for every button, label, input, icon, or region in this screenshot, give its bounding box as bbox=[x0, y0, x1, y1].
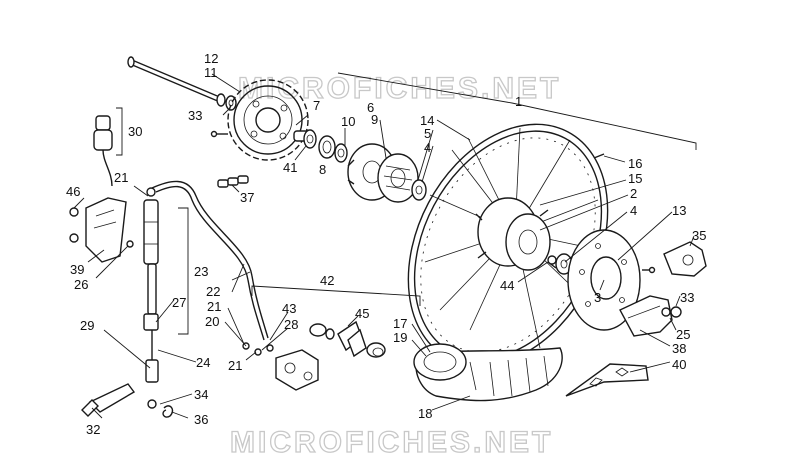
callout-22: 22 bbox=[206, 284, 220, 299]
callout-36: 36 bbox=[194, 412, 208, 427]
callout-21-bottom: 21 bbox=[228, 358, 242, 373]
callout-45: 45 bbox=[355, 306, 369, 321]
callout-9: 9 bbox=[371, 112, 378, 127]
reservoir-bracket bbox=[85, 197, 127, 263]
master-cylinder bbox=[143, 187, 159, 265]
callout-27: 27 bbox=[172, 295, 186, 310]
callout-7: 7 bbox=[313, 98, 320, 113]
brake-reservoir bbox=[93, 115, 113, 187]
callout-46: 46 bbox=[66, 184, 80, 199]
callout-3: 3 bbox=[594, 290, 601, 305]
callout-37: 37 bbox=[240, 190, 254, 205]
callout-28: 28 bbox=[284, 317, 298, 332]
callout-33-right: 33 bbox=[680, 290, 694, 305]
callout-16: 16 bbox=[628, 156, 642, 171]
callout-4-right: 4 bbox=[630, 203, 637, 218]
callout-39: 39 bbox=[70, 262, 84, 277]
bracket-bolts bbox=[69, 207, 134, 248]
chain-links bbox=[217, 175, 249, 188]
chain-adjuster-block bbox=[663, 241, 707, 277]
callout-44: 44 bbox=[500, 278, 514, 293]
spoke-nipple bbox=[593, 153, 605, 159]
callout-20: 20 bbox=[205, 314, 219, 329]
callout-14: 14 bbox=[420, 113, 434, 128]
callout-numbers: 1 12 11 33 7 6 9 10 14 5 4 8 41 37 30 16… bbox=[66, 51, 706, 437]
rear-axle bbox=[127, 56, 226, 107]
callout-1: 1 bbox=[515, 94, 522, 109]
callout-10: 10 bbox=[341, 114, 355, 129]
callout-34: 34 bbox=[194, 387, 208, 402]
pushrod bbox=[143, 263, 159, 383]
callout-40: 40 bbox=[672, 357, 686, 372]
callout-33-top: 33 bbox=[188, 108, 202, 123]
callout-4-top: 4 bbox=[424, 140, 431, 155]
callout-12: 12 bbox=[204, 51, 218, 66]
callout-6: 6 bbox=[367, 100, 374, 115]
caliper-piston bbox=[366, 342, 386, 358]
callout-5: 5 bbox=[424, 126, 431, 141]
brake-caliper bbox=[275, 349, 319, 391]
callout-11: 11 bbox=[204, 65, 218, 80]
callout-32: 32 bbox=[86, 422, 100, 437]
chain-guide bbox=[565, 363, 649, 397]
callout-17: 17 bbox=[393, 316, 407, 331]
callout-21-mid: 21 bbox=[207, 299, 221, 314]
callout-43: 43 bbox=[282, 301, 296, 316]
pedal-spring bbox=[147, 399, 174, 418]
disc-bolt bbox=[642, 266, 656, 274]
callout-30: 30 bbox=[128, 124, 142, 139]
pad-pin-spring bbox=[309, 323, 335, 340]
callout-15: 15 bbox=[628, 171, 642, 186]
callout-29: 29 bbox=[80, 318, 94, 333]
callout-35: 35 bbox=[692, 228, 706, 243]
callout-24: 24 bbox=[196, 355, 210, 370]
watermark-bottom: MICROFICHES.NET bbox=[230, 426, 553, 459]
sprocket-carrier-spacer bbox=[293, 129, 317, 149]
callout-23: 23 bbox=[194, 264, 208, 279]
cush-drive-rubbers bbox=[377, 153, 419, 203]
brake-pads bbox=[337, 320, 367, 358]
callout-26: 26 bbox=[74, 277, 88, 292]
hub-spacer bbox=[411, 179, 427, 201]
callout-19: 19 bbox=[393, 330, 407, 345]
callout-8: 8 bbox=[319, 162, 326, 177]
caliper-bracket bbox=[619, 295, 673, 337]
callout-18: 18 bbox=[418, 406, 432, 421]
brake-pedal bbox=[81, 383, 136, 417]
callout-41: 41 bbox=[283, 160, 297, 175]
hub-bearing-left bbox=[318, 135, 348, 163]
callout-42: 42 bbox=[320, 273, 334, 288]
wheel-hub bbox=[475, 197, 557, 271]
brake-hose bbox=[151, 180, 269, 341]
callout-21-top: 21 bbox=[114, 170, 128, 185]
inner-tube bbox=[413, 343, 467, 381]
sprocket-bolt bbox=[210, 130, 228, 138]
leader-lines bbox=[73, 72, 697, 419]
callout-25: 25 bbox=[676, 327, 690, 342]
adjuster-nut bbox=[661, 306, 682, 318]
callout-13: 13 bbox=[672, 203, 686, 218]
callout-38: 38 bbox=[672, 341, 686, 356]
hub-bearing-right bbox=[547, 253, 573, 275]
caliper-bolts bbox=[242, 342, 274, 356]
watermark-top: MICROFICHES.NET bbox=[238, 72, 561, 105]
callout-2: 2 bbox=[630, 186, 637, 201]
